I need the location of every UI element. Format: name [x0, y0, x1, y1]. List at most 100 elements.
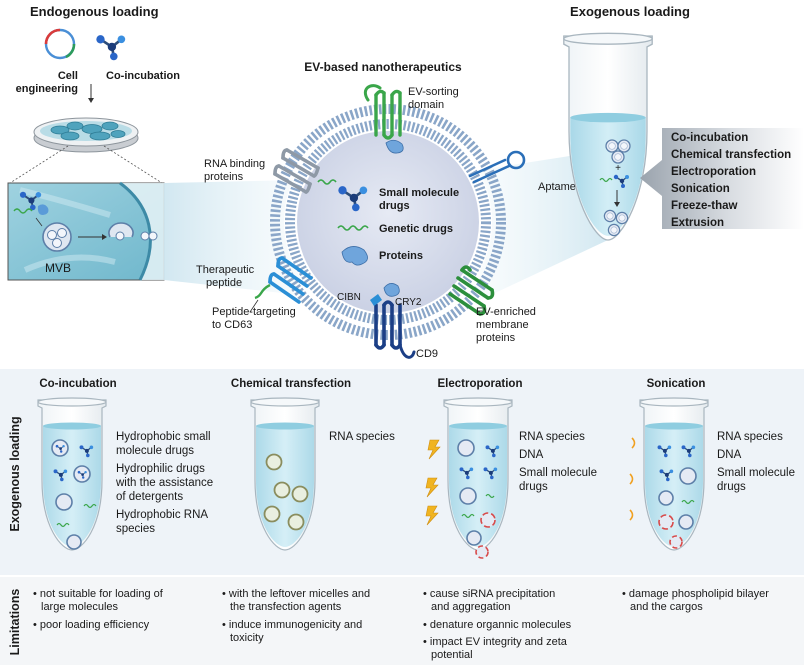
- ev-enriched-protein: [448, 265, 495, 316]
- small-molecule-label-2: drugs: [379, 200, 410, 212]
- svg-text:RNA species: RNA species: [329, 431, 395, 443]
- ev-title: EV-based nanotherapeutics: [304, 60, 462, 74]
- tube3-contents: [457, 439, 500, 559]
- svg-text:Hydrophobic small: Hydrophobic small: [116, 431, 211, 443]
- cargo-text-sonication: RNA species DNA Small molecule drugs: [717, 431, 795, 493]
- limitations-side-label: Limitations: [8, 589, 22, 656]
- rna-binding-protein: [273, 148, 320, 194]
- cibn-icon: [370, 294, 382, 306]
- therapeutic-label-2: peptide: [206, 277, 242, 289]
- genetic-drug-icon: [337, 225, 369, 231]
- rna-binding-label-2: proteins: [204, 171, 244, 183]
- ev-sorting-label-2: domain: [408, 99, 444, 111]
- svg-text:• poor loading efficiency: • poor loading efficiency: [33, 619, 150, 631]
- svg-text:DNA: DNA: [717, 449, 742, 461]
- svg-text:Hydrophobic RNA: Hydrophobic RNA: [116, 509, 208, 521]
- protein-cargo-icon: [385, 139, 404, 154]
- svg-text:toxicity: toxicity: [230, 632, 264, 644]
- svg-text:with the assistance: with the assistance: [115, 477, 213, 489]
- limits-sonication: • damage phospholipid bilayer and the ca…: [622, 588, 769, 613]
- cargo-text-electroporation: RNA species DNA Small molecule drugs: [519, 431, 597, 493]
- svg-text:molecule drugs: molecule drugs: [116, 445, 194, 457]
- svg-text:DNA: DNA: [519, 449, 544, 461]
- svg-text:species: species: [116, 523, 155, 535]
- method-chemical-transfection: Chemical transfection: [671, 149, 791, 161]
- mvb-label: MVB: [45, 261, 71, 275]
- ev-sorting-protein: [363, 84, 402, 140]
- tube2-contents: [263, 453, 309, 531]
- svg-text:potential: potential: [431, 649, 473, 661]
- panel-title-electroporation: Electroporation: [438, 378, 523, 390]
- therapeutic-peptide-protein: [268, 256, 313, 304]
- method-freeze-thaw: Freeze-thaw: [671, 200, 738, 212]
- limitations-panel-background: [0, 577, 804, 665]
- ev-enriched-label-1: EV-enriched: [476, 306, 536, 318]
- method-co-incubation: Co-incubation: [671, 132, 748, 144]
- svg-text:+: +: [615, 163, 621, 174]
- cd9-label: CD9: [416, 348, 438, 360]
- limits-chemical-transfection: • with the leftover micelles and the tra…: [222, 588, 370, 644]
- svg-text:Small molecule: Small molecule: [717, 467, 795, 479]
- petri-dish: [33, 117, 139, 153]
- svg-text:• with the leftover micelles a: • with the leftover micelles and: [222, 588, 370, 600]
- methods-arrow-box: [640, 128, 804, 229]
- panel-title-sonication: Sonication: [647, 378, 706, 390]
- methods-list: Co-incubation Chemical transfection Elec…: [671, 132, 791, 229]
- protein-drug-icon: [341, 246, 368, 266]
- tube4-contents: [656, 444, 697, 549]
- cell-engineering-label-2: engineering: [16, 83, 78, 95]
- method-electroporation: Electroporation: [671, 166, 756, 178]
- co-incubation-label: Co-incubation: [106, 70, 180, 82]
- svg-text:drugs: drugs: [717, 481, 746, 493]
- ev-enriched-label-3: proteins: [476, 332, 516, 344]
- small-molecule-icon: [94, 33, 127, 62]
- aptamer: [468, 150, 526, 184]
- aptamer-label: Aptamer: [538, 181, 580, 193]
- proteins-label: Proteins: [379, 250, 423, 262]
- tube1-contents: [51, 439, 97, 550]
- therapeutic-label-1: Therapeutic: [196, 264, 255, 276]
- svg-text:• not suitable for loading of: • not suitable for loading of: [33, 588, 164, 600]
- rna-binding-label-1: RNA binding: [204, 158, 265, 170]
- svg-text:• damage phospholipid bilayer: • damage phospholipid bilayer: [622, 588, 769, 600]
- panel-title-chemical-transfection: Chemical transfection: [231, 378, 351, 390]
- small-molecule-label-1: Small molecule: [379, 187, 459, 199]
- svg-text:• induce immunogenicity and: • induce immunogenicity and: [222, 619, 362, 631]
- ev-sorting-label-1: EV-sorting: [408, 86, 459, 98]
- exogenous-title: Exogenous loading: [570, 4, 690, 19]
- extracellular-vesicle: [270, 104, 506, 340]
- cry2-label: CRY2: [395, 297, 422, 308]
- genetic-drugs-label: Genetic drugs: [379, 223, 453, 235]
- svg-text:large molecules: large molecules: [41, 601, 119, 613]
- limits-co-incubation: • not suitable for loading of large mole…: [33, 588, 164, 631]
- svg-text:and the cargos: and the cargos: [630, 601, 703, 613]
- svg-text:• impact EV integrity and zeta: • impact EV integrity and zeta: [423, 636, 568, 648]
- svg-text:Hydrophilic drugs: Hydrophilic drugs: [116, 463, 205, 475]
- cibn-label: CIBN: [337, 292, 361, 303]
- svg-text:RNA species: RNA species: [519, 431, 585, 443]
- svg-text:and aggregation: and aggregation: [431, 601, 511, 613]
- peptide-targeting-label-2: to CD63: [212, 319, 252, 331]
- plasmid-icon: [44, 28, 76, 60]
- svg-text:the transfection agents: the transfection agents: [230, 601, 342, 613]
- top-tube-contents: +: [599, 139, 631, 237]
- cell-engineering-label-1: Cell: [58, 70, 78, 82]
- cell-zoom-box: [7, 181, 165, 281]
- svg-text:RNA species: RNA species: [717, 431, 783, 443]
- left-beam: [164, 180, 300, 295]
- ev-enriched-label-2: membrane: [476, 319, 529, 331]
- cry2-icon: [383, 283, 400, 297]
- panel-title-co-incubation: Co-incubation: [39, 378, 116, 390]
- svg-text:Small molecule: Small molecule: [519, 467, 597, 479]
- peptide-targeting-label-1: Peptide-targeting: [212, 306, 296, 318]
- method-extrusion: Extrusion: [671, 217, 724, 229]
- cargo-text-co-incubation: Hydrophobic small molecule drugs Hydroph…: [115, 431, 213, 535]
- top-exo-tube: [563, 32, 653, 241]
- down-arrow-icon: [88, 84, 94, 103]
- exogenous-side-label: Exogenous loading: [8, 416, 22, 531]
- svg-text:of detergents: of detergents: [116, 491, 183, 503]
- cd9-protein: [374, 300, 416, 359]
- limits-electroporation: • cause siRNA precipitation and aggregat…: [423, 588, 572, 661]
